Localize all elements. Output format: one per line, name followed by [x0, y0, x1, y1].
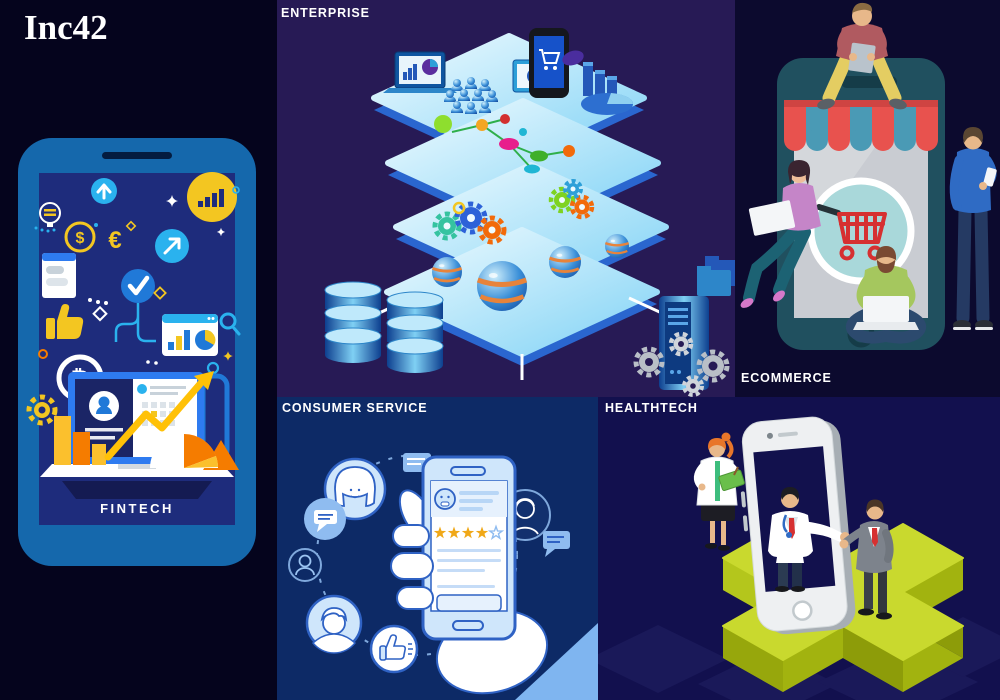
svg-text:$: $ [76, 230, 85, 247]
man-on-phone-figure [817, 2, 907, 110]
pie-3d-icon [581, 93, 634, 115]
gear-icon [26, 394, 58, 426]
screen-button [436, 594, 502, 612]
clipboard-icon [718, 469, 745, 491]
inc42-logo: Inc42 [24, 8, 108, 47]
finger [390, 552, 434, 580]
connector-line [114, 303, 156, 343]
euro-icon: € [108, 227, 121, 254]
ecommerce-illustration [740, 2, 997, 350]
healthtech-illustration [598, 416, 1000, 700]
panel-ecommerce: ECOMMERCE [735, 0, 1000, 397]
right-chat-bubble-icon [543, 531, 570, 557]
enterprise-illustration [324, 28, 735, 397]
panel-consumer-service: CONSUMER SERVICE [277, 397, 598, 700]
silver-gears-icon [633, 331, 730, 397]
chat-bubble-circle-icon [304, 498, 346, 540]
fintech-illustration: $ € [18, 138, 256, 566]
woman-with-laptop-figure [740, 160, 821, 308]
panel-healthtech: HEALTHTECH [598, 397, 1000, 700]
chat-window-icon [42, 253, 76, 298]
check-circle-icon [121, 269, 155, 303]
finger [392, 524, 430, 548]
review-phone [421, 455, 517, 641]
smiley-icon [434, 488, 456, 510]
panel-enterprise: ENTERPRISE [277, 0, 735, 397]
consumer-service-label: CONSUMER SERVICE [282, 401, 428, 415]
platform-stack [371, 33, 669, 366]
man-with-laptop-figure [845, 246, 927, 344]
pie-semicircle-icon [150, 433, 218, 468]
doctor-figure [768, 487, 850, 592]
laptop-icon [383, 51, 457, 93]
person-outline-circle-icon [288, 548, 322, 582]
magnifier-icon [219, 312, 241, 336]
analytics-card-icon [162, 314, 218, 356]
ecommerce-label: ECOMMERCE [741, 371, 832, 385]
pedestal-shadow [62, 481, 212, 499]
storefront-awning [784, 100, 938, 151]
gears-cluster-icon [432, 179, 595, 245]
shopping-cart-icon [807, 177, 915, 285]
growth-arrow-icon [104, 371, 214, 461]
bar-chart-icon [54, 416, 106, 465]
mouse-icon [562, 50, 584, 66]
man-avatar-icon [305, 594, 363, 654]
bar-3d-icon [583, 62, 617, 96]
network-molecule-icon [434, 114, 575, 174]
database-icon [324, 281, 444, 373]
phone-speaker [102, 152, 172, 159]
sleeve [515, 623, 598, 700]
folders-icon [697, 256, 735, 296]
consumer-service-illustration [288, 453, 598, 700]
lightbulb-icon [34, 202, 61, 233]
thumbs-up-icon [46, 304, 84, 339]
panel-fintech: $ € [0, 0, 277, 700]
finger [396, 586, 434, 610]
signal-bars-circle-icon [187, 172, 237, 222]
fintech-label: FINTECH [100, 501, 174, 516]
nurse-figure [693, 432, 745, 551]
woman-avatar-icon [323, 457, 387, 521]
hand-holding-phone [390, 455, 598, 700]
businessman-figure [839, 499, 894, 620]
dollar-coin-icon: $ [64, 221, 96, 253]
healthtech-label: HEALTHTECH [605, 401, 698, 415]
standing-man-figure [949, 127, 997, 330]
smartphone-cart-icon [529, 28, 569, 98]
arrow-ne-circle-icon [155, 229, 189, 263]
arrow-up-circle-icon [91, 178, 117, 204]
enterprise-label: ENTERPRISE [281, 6, 370, 20]
thumbs-up-circle-icon [369, 624, 419, 674]
